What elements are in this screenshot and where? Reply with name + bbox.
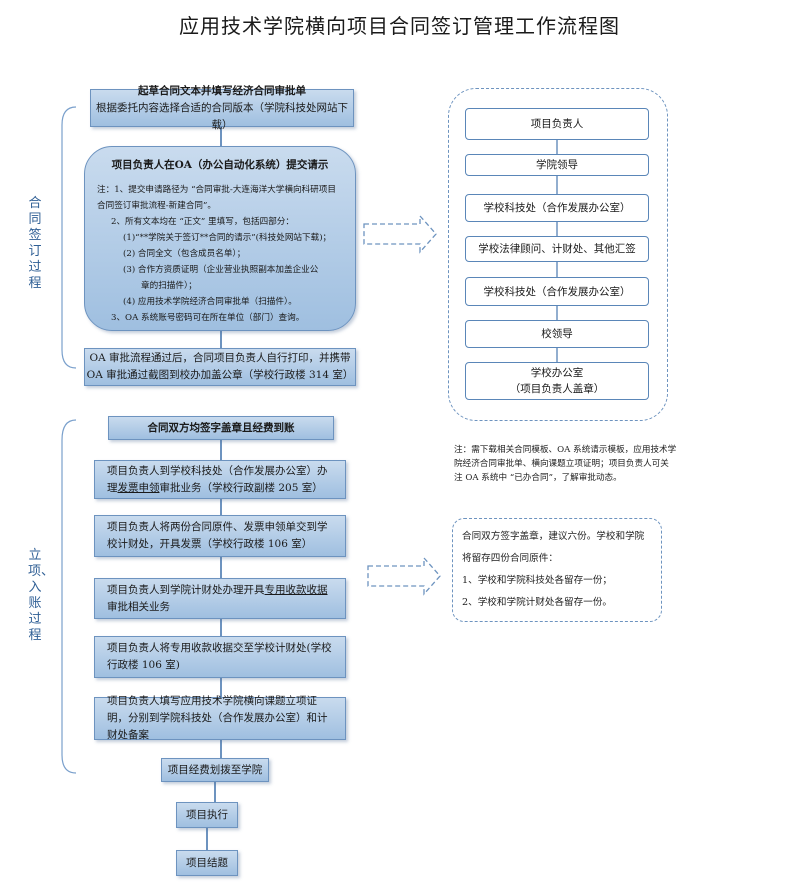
oa-note-line: (3) 合作方资质证明（企业营业执照副本加盖企业公 [123,265,319,275]
dashed-arrow-lower [367,556,441,596]
project-record-box: 项目负责人填写应用技术学院横向课题立项证明，分别到学院科技处（合作发展办公室）和… [94,695,346,741]
copies-note-panel [452,518,662,622]
receipt-submit-box: 项目负责人将专用收款收据交至学校计财处(学校行政楼 106 室) [94,636,346,678]
oa-note-line: 章的扫描件）； [141,281,197,291]
oa-print-line1: OA 审批流程通过后，合同项目负责人自行打印，并携带 [89,352,351,364]
oa-note-line: (1)“**学院关于签订**合同的请示”(科技处网站下载)； [123,233,332,243]
dashed-arrow-upper [363,214,437,254]
project-close-box: 项目结题 [176,850,238,876]
oa-note-line: 3、OA 系统账号密码可在所在单位（部门）查询。 [111,313,305,323]
oa-print-line2: OA 审批通过截图到校办加盖公章（学校行政楼 314 室） [86,369,354,381]
sign-and-funds-box: 合同双方均签字盖章且经费到账 [108,416,334,440]
invoice-apply-box: 项目负责人到学校科技处（合作发展办公室）办理发票申领审批业务（学校行政副楼 20… [94,460,346,499]
oa-submit-box: 项目负责人在OA（办公自动化系统）提交请示 注：1、提交申请路径为 “合同审批-… [84,146,356,331]
oa-note-line: 注：1、提交申请路径为 “合同审批-大连海洋大学横向科研项目 [97,185,336,195]
funds-transfer-box: 项目经费划拨至学院 [161,758,269,782]
oa-note-line: 合同签订审批流程-新建合同”。 [97,201,217,211]
oa-note-line: (2) 合同全文（包含成员名单）； [123,249,246,259]
approval-step: 学院领导 [465,154,649,176]
invoice-apply-underlined: 发票申领 [117,481,160,494]
approval-note: 注：需下载相关合同模板、OA 系统请示模板，应用技术学 院经济合同审批单、横向课… [454,445,677,483]
entry-bracket [61,419,77,774]
approval-step: 学校科技处（合作发展办公室） [465,194,649,222]
draft-contract-line1: 起草合同文本并填写经济合同审批单 [138,84,306,97]
approval-step: 学校法律顾问、计财处、其他汇签 [465,236,649,262]
receipt-apply-underlined: 专用收款收据 [264,583,328,596]
page-title: 应用技术学院横向项目合同签订管理工作流程图 [179,14,620,38]
contract-bracket [61,106,77,369]
receipt-apply-box: 项目负责人到学院计财处办理开具专用收款收据审批相关业务 [94,578,346,619]
receipt-apply-text: 项目负责人到学院计财处办理开具专用收款收据审批相关业务 [107,583,328,613]
copies-note: 合同双方签字盖章，建议六份。学校和学院 将留存四份合同原件： 1、学校和学院科技… [462,531,645,608]
approval-step: 学校科技处（合作发展办公室） [465,277,649,306]
oa-notes: 注：1、提交申请路径为 “合同审批-大连海洋大学横向科研项目 合同签订审批流程-… [85,182,355,326]
oa-note-line: (4) 应用技术学院经济合同审批单（扫描件）。 [123,297,297,307]
draft-contract-box: 起草合同文本并填写经济合同审批单 根据委托内容选择合适的合同版本（学院科技处网站… [90,85,354,131]
oa-print-box: OA 审批流程通过后，合同项目负责人自行打印，并携带 OA 审批通过截图到校办加… [84,348,356,386]
invoice-apply-text: 项目负责人到学校科技处（合作发展办公室）办理发票申领审批业务（学校行政副楼 20… [107,464,328,494]
approval-step-office: 学校办公室 （项目负责人盖章） [465,362,649,400]
approval-step: 校领导 [465,320,649,348]
oa-submit-heading: 项目负责人在OA（办公自动化系统）提交请示 [111,159,329,171]
entry-process-label: 立项、入账过程 [28,548,55,643]
contract-process-label: 合同签订过程 [28,196,42,291]
project-execute-box: 项目执行 [176,802,238,828]
oa-note-line: 2、所有文本均在 “正文” 里填写，包括四部分： [111,217,294,227]
submit-invoice-box: 项目负责人将两份合同原件、发票申领单交到学校计财处，开具发票（学校行政楼 106… [94,515,346,557]
approval-chain-panel [448,88,668,421]
approval-step: 项目负责人 [465,108,649,140]
draft-contract-line2: 根据委托内容选择合适的合同版本（学院科技处网站下载） [96,101,348,131]
